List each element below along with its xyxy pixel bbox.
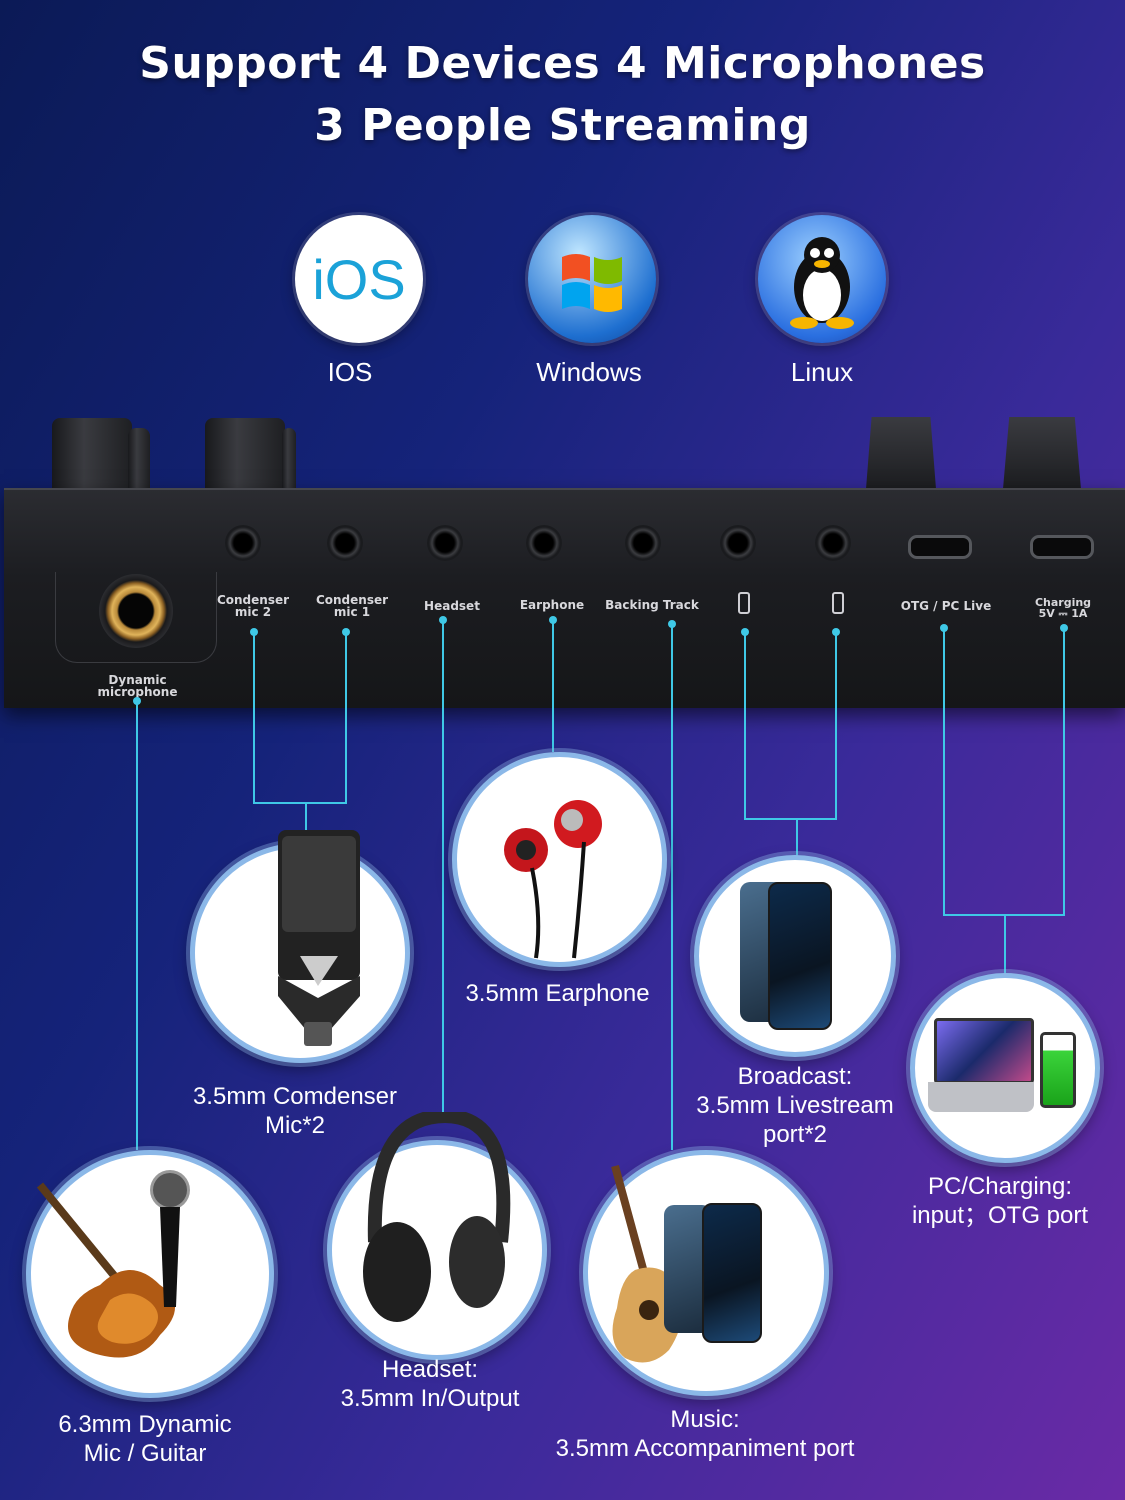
caption-pc-line1: PC/Charging: xyxy=(927,1173,1073,1200)
volume-knob-1-skirt xyxy=(128,428,150,490)
music-phone-front-icon xyxy=(702,1203,762,1343)
phone-icon-1 xyxy=(738,592,750,614)
connector-line-earphone xyxy=(552,620,554,752)
caption-pc: PC/Charging:input；OTG port xyxy=(880,1172,1120,1230)
connector-line-charging xyxy=(1063,628,1065,916)
port-label-cond2-line1: Condenser xyxy=(216,593,290,607)
connector-line-pc-down xyxy=(1004,914,1006,974)
battery-icon xyxy=(1040,1032,1076,1108)
headline-line-1: Support 4 Devices 4 Microphones xyxy=(139,38,986,89)
ios-logo-icon: iOS xyxy=(295,215,423,343)
caption-dynamic-line2: Mic / Guitar xyxy=(83,1440,207,1467)
caption-condenser-line2: Mic*2 xyxy=(264,1112,325,1139)
connector-line-phone-1 xyxy=(744,632,746,820)
fader-slider-2[interactable] xyxy=(1003,417,1081,489)
port-label-charging-line2: 5V ⎓ 1A xyxy=(1038,607,1088,620)
port-label-dynamic-line2: microphone xyxy=(97,685,178,699)
volume-knob-2[interactable] xyxy=(205,418,285,490)
laptop-icon xyxy=(934,1018,1034,1084)
volume-knob-1[interactable] xyxy=(52,418,132,490)
caption-broadcast-line1: Broadcast: xyxy=(737,1063,853,1090)
caption-headset-line2: 3.5mm In/Output xyxy=(340,1385,520,1412)
headphones-icon xyxy=(363,1112,511,1322)
earphone-circle xyxy=(452,752,667,967)
phone-jack-1[interactable] xyxy=(720,525,756,561)
connector-line-backing xyxy=(671,624,673,1150)
caption-broadcast-line2: 3.5mm Livestream xyxy=(696,1092,894,1119)
connector-line-dynamic xyxy=(136,700,138,1150)
fader-slider-1[interactable] xyxy=(866,417,936,489)
caption-music-line2: 3.5mm Accompaniment port xyxy=(555,1435,855,1462)
laptop-base-icon xyxy=(928,1082,1034,1112)
charging-usb-c-port[interactable] xyxy=(1030,535,1094,559)
connector-line-phone-2 xyxy=(835,632,837,820)
earphone-jack[interactable] xyxy=(526,525,562,561)
guitar-and-mic-icon xyxy=(36,1170,190,1358)
linux-tux-icon xyxy=(758,215,886,343)
caption-headset-line1: Headset: xyxy=(381,1356,479,1383)
phone-front-icon xyxy=(768,882,832,1030)
os-label-ios: IOS xyxy=(327,357,373,387)
caption-earphone: 3.5mm Earphone xyxy=(465,980,650,1007)
connector-line-cond-join xyxy=(253,802,347,804)
headset-jack[interactable] xyxy=(427,525,463,561)
phone-jack-2[interactable] xyxy=(815,525,851,561)
connector-line-otg xyxy=(943,628,945,916)
backing-track-jack[interactable] xyxy=(625,525,661,561)
condenser-mic-2-jack[interactable] xyxy=(225,525,261,561)
volume-knob-2-skirt xyxy=(282,428,296,490)
windows-logo-icon xyxy=(528,215,656,343)
port-label-cond2-line2: mic 2 xyxy=(234,605,272,619)
headline-line-2: 3 People Streaming xyxy=(314,100,811,151)
connector-line-phone-down xyxy=(796,818,798,856)
earphone-icon xyxy=(504,800,602,959)
port-label-headset: Headset xyxy=(424,599,480,613)
caption-broadcast-line3: port*2 xyxy=(762,1121,828,1148)
connector-line-cond2 xyxy=(253,632,255,804)
connector-line-cond-down xyxy=(305,802,307,832)
connector-line-phone-join xyxy=(744,818,837,820)
caption-music: Music:3.5mm Accompaniment port xyxy=(535,1405,875,1463)
port-label-otg: OTG / PC Live xyxy=(900,599,992,613)
caption-music-line1: Music: xyxy=(670,1406,740,1433)
ios-logo-text: iOS xyxy=(312,248,406,311)
caption-dynamic-line1: 6.3mm Dynamic xyxy=(58,1411,232,1438)
port-label-backing-track: Backing Track xyxy=(605,598,699,612)
port-label-earphone: Earphone xyxy=(519,598,585,612)
caption-pc-line2: input；OTG port xyxy=(911,1202,1089,1229)
dynamic-mic-guitar-circle xyxy=(26,1150,274,1398)
caption-condenser-line1: 3.5mm Comdenser xyxy=(192,1083,398,1110)
os-label-linux: Linux xyxy=(790,357,854,387)
phone-icon-2 xyxy=(832,592,844,614)
os-label-windows: Windows xyxy=(536,357,642,387)
dynamic-mic-jack-6-3mm[interactable] xyxy=(99,574,173,648)
port-label-cond1-line1: Condenser xyxy=(315,593,389,607)
connector-line-headset xyxy=(442,620,444,1120)
port-label-dynamic-line1: Dynamic xyxy=(108,673,167,687)
headset-circle xyxy=(327,1140,547,1360)
caption-headset: Headset:3.5mm In/Output xyxy=(310,1355,550,1413)
condenser-mic-icon xyxy=(278,830,360,1046)
sound-card-device xyxy=(4,488,1125,708)
condenser-mic-1-jack[interactable] xyxy=(327,525,363,561)
port-label-charging-line1: Charging xyxy=(1034,596,1092,609)
dynamic-mic-recess xyxy=(55,572,217,663)
otg-usb-c-port[interactable] xyxy=(908,535,972,559)
connector-line-cond1 xyxy=(345,632,347,804)
port-label-cond1-line2: mic 1 xyxy=(333,605,371,619)
